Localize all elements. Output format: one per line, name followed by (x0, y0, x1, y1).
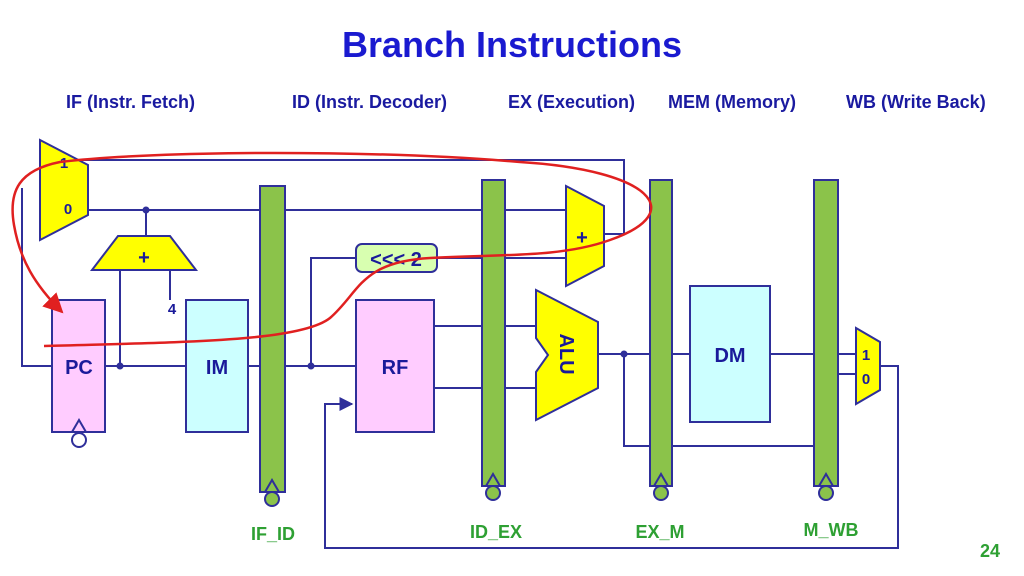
wire-branch-target (64, 159, 625, 235)
wire-mux-to-pc (21, 188, 52, 367)
stage-label-id: ID (Instr. Decoder) (292, 92, 448, 112)
stage-label-if: IF (Instr. Fetch) (66, 92, 196, 112)
page-number: 24 (979, 541, 1000, 561)
id-ex-label: ID_EX (470, 522, 522, 542)
if-id-clock-icon (264, 491, 280, 507)
pipeline-register-m-wb: M_WB (804, 179, 859, 540)
rf-label: RF (382, 357, 409, 379)
alu: ALU (535, 288, 599, 422)
ex-m-clock-icon (653, 485, 669, 501)
m-wb-clock-icon (818, 485, 834, 501)
pc-register: PC (51, 299, 106, 448)
data-memory: DM (689, 285, 771, 423)
wb-mux-input-0: 0 (862, 371, 870, 388)
branch-adder-sign: + (576, 227, 588, 249)
ex-m-label: EX_M (635, 522, 684, 542)
m-wb-label: M_WB (804, 520, 859, 540)
wire-alu-branch (623, 354, 650, 447)
wire-ifid-to-shift (310, 257, 356, 366)
shift-left-2: <<< 2 (355, 243, 438, 273)
writeback-mux: 1 0 (855, 326, 881, 406)
im-label: IM (206, 357, 228, 379)
fetch-mux: 1 0 (39, 138, 89, 242)
pc-adder: + 4 (89, 235, 199, 318)
fetch-mux-input-1: 1 (60, 155, 68, 172)
branch-highlight-path (11, 151, 653, 348)
fetch-mux-input-0: 0 (64, 201, 72, 218)
if-id-label: IF_ID (251, 524, 295, 544)
junction-dots (116, 206, 628, 370)
alu-label: ALU (555, 333, 577, 374)
pc-clock-icon (71, 432, 87, 448)
slide-title: Branch Instructions (341, 24, 683, 65)
dm-label: DM (714, 345, 745, 367)
shift-label: <<< 2 (370, 249, 422, 271)
pc-adder-sign: + (138, 247, 150, 269)
wb-mux-input-1: 1 (862, 347, 870, 364)
id-ex-clock-icon (485, 485, 501, 501)
register-file: RF (355, 299, 435, 433)
stage-label-wb: WB (Write Back) (846, 92, 986, 112)
pipeline-register-ex-m: EX_M (635, 179, 685, 542)
branch-adder: + (565, 184, 605, 288)
const-four-label: 4 (168, 301, 177, 318)
pipeline-register-if-id: IF_ID (251, 185, 295, 544)
wire-writeback (324, 365, 899, 549)
pipeline-register-id-ex: ID_EX (470, 179, 522, 542)
pc-label: PC (65, 357, 93, 379)
stage-label-ex: EX (Execution) (508, 92, 636, 112)
stage-label-mem: MEM (Memory) (668, 92, 797, 112)
instruction-memory: IM (185, 299, 249, 433)
